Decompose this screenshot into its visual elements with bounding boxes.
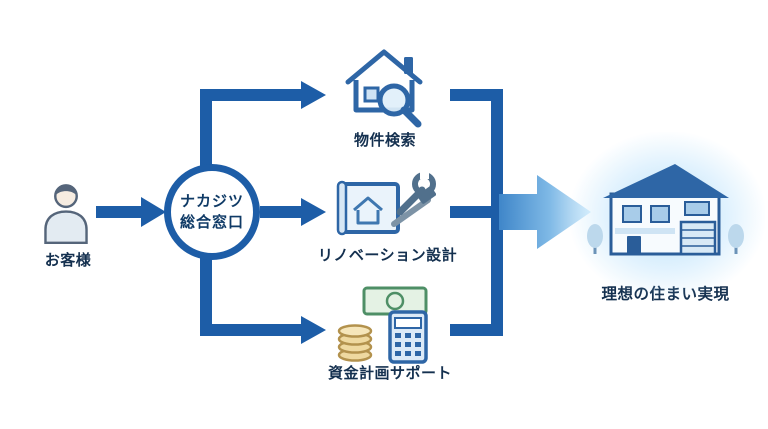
calculator-screen: [394, 317, 422, 329]
search-arrowhead: [301, 81, 326, 109]
arrow-heads: [141, 81, 326, 344]
hammer-handle: [391, 197, 431, 227]
roof: [345, 49, 423, 85]
tree-left: [587, 224, 603, 254]
big-result-arrow: [499, 175, 591, 249]
tree-right: [728, 224, 744, 254]
branch-label-renovation-design: リノベーション設計: [317, 246, 458, 264]
blueprint-tools-icon: [336, 168, 436, 242]
front-door: [627, 236, 641, 254]
money-calculator-svg: [337, 286, 428, 364]
window-side: [684, 201, 710, 216]
blueprint-house-sketch: [353, 196, 383, 225]
hub-to-finance-elbow: [200, 256, 301, 336]
finance-arrowhead: [301, 316, 326, 344]
customer-arrowhead: [141, 197, 166, 227]
branch-label-property-search: 物件検索: [353, 131, 416, 149]
ideal-house-svg: [587, 164, 744, 256]
ideal-house-illustration: [585, 150, 745, 272]
person-hair: [55, 184, 77, 196]
magnifier-handle: [400, 106, 422, 128]
arrow-lines: [96, 89, 503, 336]
person-body: [44, 210, 88, 245]
person-icon: [44, 184, 88, 245]
customer-label: お客様: [44, 251, 92, 269]
hub-label-line1: ナカジツ: [179, 192, 244, 210]
house-roof: [603, 164, 729, 198]
magnifier-lens: [377, 83, 411, 117]
wrench-notch: [420, 168, 429, 179]
hub-circle: ナカジツ 総合窓口: [164, 164, 260, 260]
banknote-circle: [385, 291, 405, 311]
branch-label-finance-support: 資金計画サポート: [327, 364, 452, 382]
house-window: [363, 86, 380, 103]
balcony-band: [615, 228, 675, 234]
customer-icon: [38, 178, 94, 246]
hub-to-search-elbow: [200, 89, 301, 168]
house-search-svg: [345, 49, 423, 128]
house-search-icon: [338, 42, 430, 128]
blueprint-tools-svg: [336, 168, 436, 236]
blueprint-roll-left: [336, 180, 348, 236]
coin-stack: [337, 324, 373, 362]
renovation-arrowhead: [301, 198, 326, 226]
blueprint-sheet: [338, 182, 400, 234]
window-upper-right: [650, 205, 670, 223]
money-calculator-icon: [334, 286, 434, 364]
garage-slats: [681, 229, 715, 247]
window-upper-left: [622, 205, 642, 223]
calculator-buttons: [395, 333, 421, 356]
hub-label-line2: 総合窓口: [179, 213, 244, 231]
